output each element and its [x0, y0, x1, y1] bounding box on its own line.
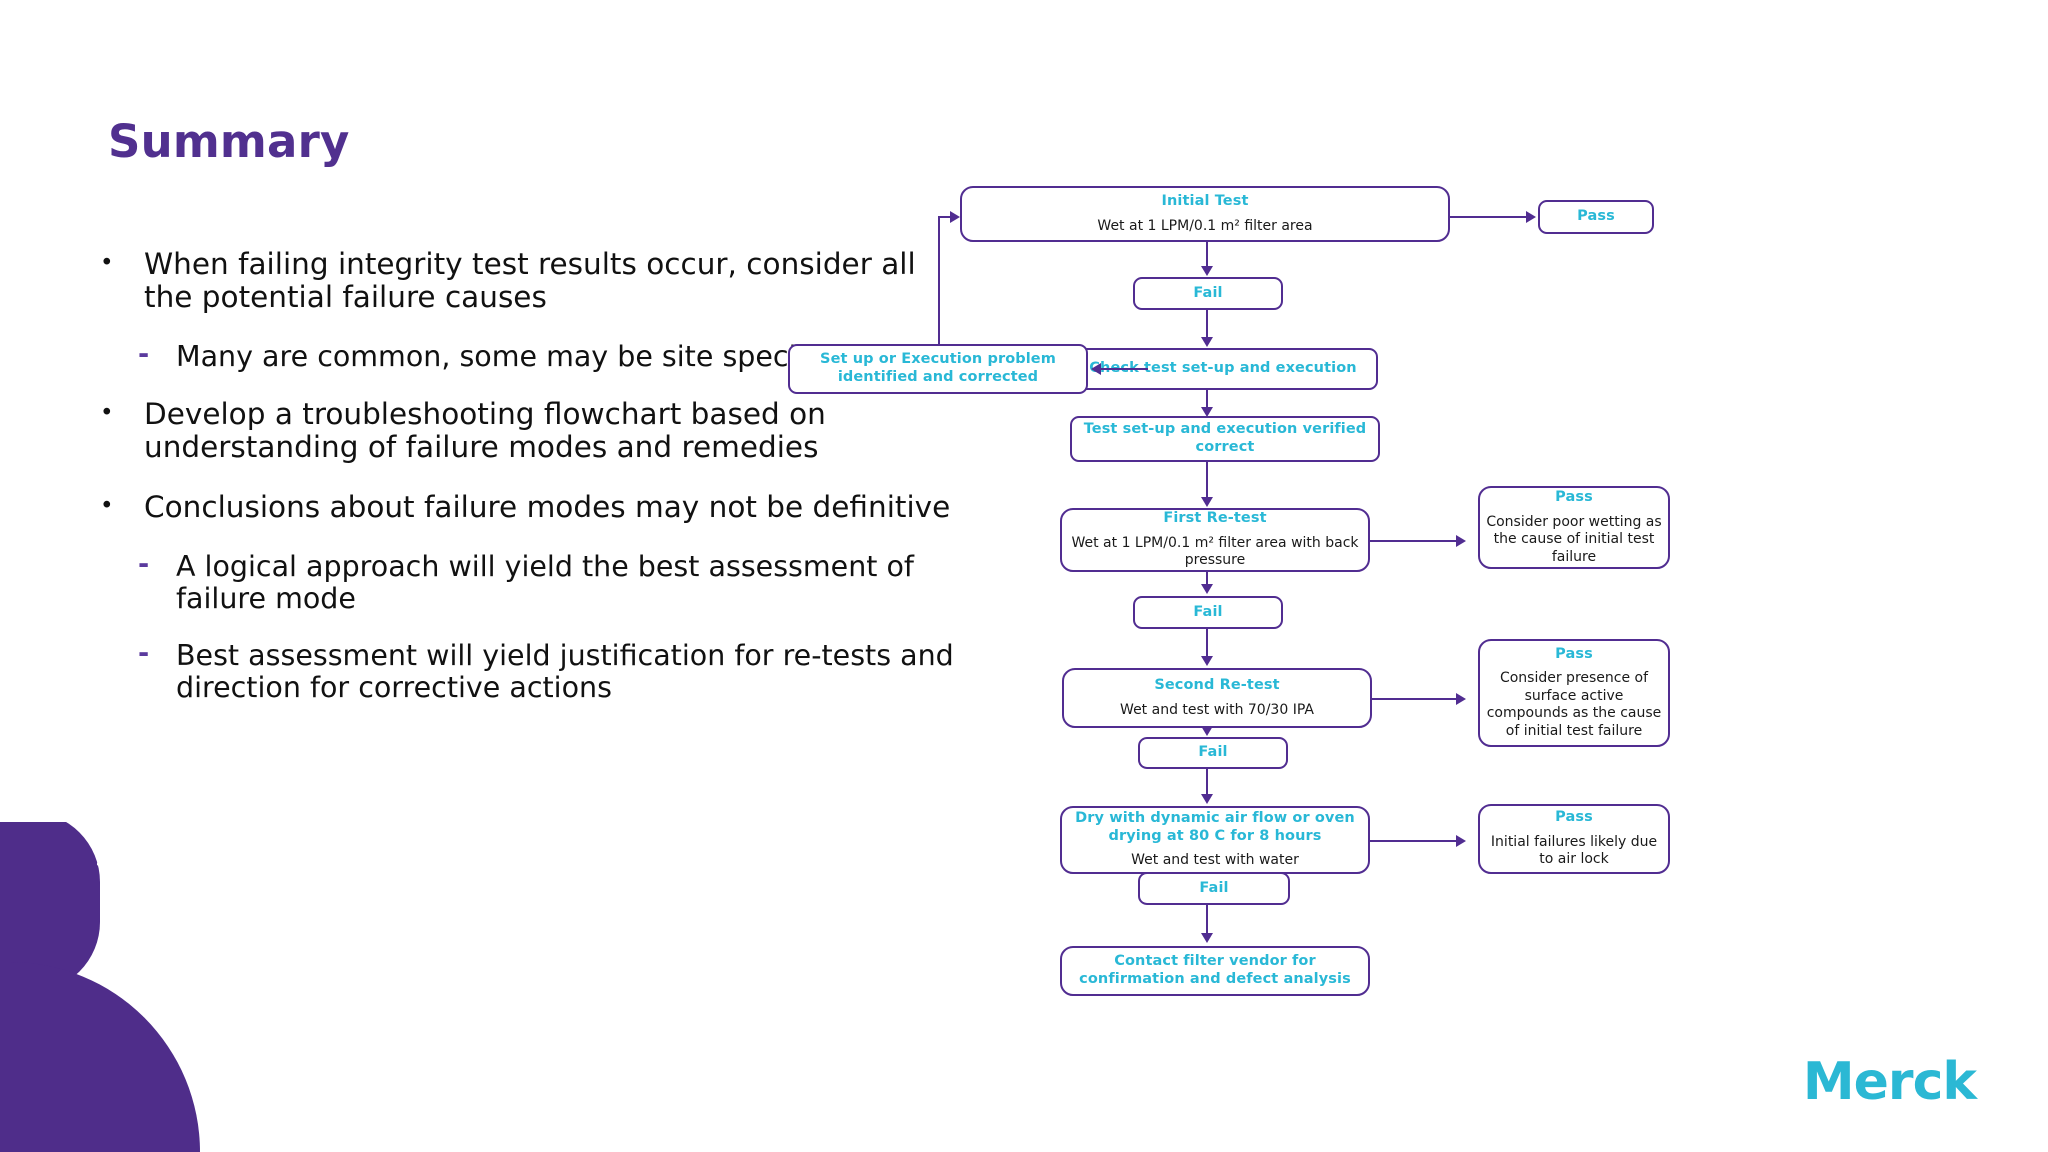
arrowhead-right-icon — [1456, 693, 1466, 705]
flow-node-subtext: Initial failures likely due to air lock — [1490, 833, 1658, 868]
arrowhead-left-icon — [1091, 363, 1101, 375]
flow-node-heading: Pass — [1555, 645, 1593, 662]
bullet-item: • When failing integrity test results oc… — [100, 247, 955, 315]
flow-node-dry-step: Dry with dynamic air flow or oven drying… — [1060, 806, 1370, 874]
flow-node-heading: Check test set-up and execution — [1089, 360, 1357, 377]
flow-node-subtext: Consider presence of surface active comp… — [1486, 670, 1662, 739]
arrowhead-down-icon — [1201, 584, 1213, 594]
flow-node-fail-3: Fail — [1138, 737, 1288, 769]
connector-fail3-to-dry — [1206, 769, 1209, 795]
flow-node-setup-problem: Set up or Execution problem identified a… — [788, 344, 1088, 394]
connector-fail1-to-check — [1206, 310, 1209, 338]
connector-firstretest-to-pass — [1370, 540, 1458, 543]
arrowhead-down-icon — [1201, 266, 1213, 276]
flow-node-initial-test: Initial Test Wet at 1 LPM/0.1 m² filter … — [960, 186, 1450, 242]
connector-fail2-to-secondretest — [1206, 629, 1209, 657]
flow-node-heading: Initial Test — [1161, 192, 1249, 209]
connector-feedback-horizontal — [938, 216, 958, 219]
connector-dry-to-pass — [1370, 840, 1458, 843]
page-number: 45 — [96, 850, 124, 874]
flow-node-heading: Fail — [1198, 744, 1228, 761]
bullet-marker: - — [138, 637, 150, 669]
bullet-item: - Best assessment will yield justificati… — [100, 637, 955, 704]
flow-node-heading: Contact filter vendor for confirmation a… — [1079, 953, 1351, 987]
connector-initial-to-fail1 — [1206, 242, 1209, 267]
connector-verified-to-firstretest — [1206, 462, 1209, 498]
flow-node-fail-1: Fail — [1133, 277, 1283, 310]
bullet-text: A logical approach will yield the best a… — [176, 550, 914, 615]
arrowhead-down-icon — [1201, 794, 1213, 804]
flow-node-second-retest: Second Re-test Wet and test with 70/30 I… — [1062, 668, 1372, 728]
merck-logo: Merck — [1802, 1052, 1977, 1112]
arrowhead-right-icon — [950, 211, 960, 223]
connector-initial-to-pass — [1450, 216, 1528, 219]
arrowhead-down-icon — [1201, 407, 1213, 417]
bullet-marker: • — [100, 399, 114, 426]
connector-fail4-to-vendor — [1206, 905, 1209, 935]
bullet-item: • Conclusions about failure modes may no… — [100, 490, 955, 525]
bullet-marker: • — [100, 250, 114, 276]
flow-node-heading: Fail — [1199, 879, 1229, 896]
decorative-blob-lower — [0, 962, 200, 1152]
flow-node-verified-correct: Test set-up and execution verified corre… — [1070, 416, 1380, 462]
flow-node-fail-2: Fail — [1133, 596, 1283, 629]
flow-node-subtext: Wet at 1 LPM/0.1 m² filter area with bac… — [1071, 534, 1359, 569]
flow-node-heading: First Re-test — [1163, 510, 1267, 527]
flow-node-heading: Second Re-test — [1154, 676, 1280, 693]
bullet-text: Best assessment will yield justification… — [176, 638, 954, 704]
flow-node-heading: Set up or Execution problem identified a… — [820, 351, 1056, 385]
flow-node-first-retest: First Re-test Wet at 1 LPM/0.1 m² filter… — [1060, 508, 1370, 572]
arrowhead-right-icon — [1456, 835, 1466, 847]
flow-node-heading: Pass — [1577, 208, 1615, 225]
arrowhead-down-icon — [1201, 656, 1213, 666]
connector-check-to-verified — [1206, 390, 1209, 410]
connector-check-to-setupproblem — [1100, 368, 1148, 371]
connector-feedback-vertical — [938, 216, 941, 344]
arrowhead-right-icon — [1456, 535, 1466, 547]
bullet-item: - A logical approach will yield the best… — [100, 549, 955, 615]
flow-node-pass-second-retest: Pass Consider presence of surface active… — [1478, 639, 1670, 747]
arrowhead-down-icon — [1201, 933, 1213, 943]
bullet-marker: - — [138, 339, 150, 371]
flow-node-subtext: Consider poor wetting as the cause of in… — [1486, 513, 1662, 565]
page-title: Summary — [108, 115, 350, 168]
flow-node-heading: Pass — [1555, 809, 1593, 826]
bullet-text: Conclusions about failure modes may not … — [144, 490, 951, 525]
bullet-marker: - — [138, 549, 150, 581]
flow-node-heading: Fail — [1193, 284, 1223, 301]
connector-secondretest-to-pass — [1372, 698, 1458, 701]
flow-node-subtext: Wet and test with water — [1131, 852, 1299, 869]
arrowhead-down-icon — [1201, 497, 1213, 507]
flow-node-pass-initial: Pass — [1538, 200, 1654, 234]
arrowhead-right-icon — [1526, 211, 1536, 223]
bullet-item: • Develop a troubleshooting flowchart ba… — [100, 396, 955, 464]
flow-node-heading: Fail — [1193, 603, 1223, 620]
bullet-text: Develop a troubleshooting flowchart base… — [144, 396, 826, 464]
bullet-text: Many are common, some may be site specif… — [176, 340, 831, 374]
bullet-item: - Many are common, some may be site spec… — [100, 339, 955, 374]
flow-node-heading: Pass — [1555, 488, 1593, 505]
flow-node-subtext: Wet and test with 70/30 IPA — [1120, 701, 1314, 718]
summary-bullet-list: • When failing integrity test results oc… — [100, 247, 955, 729]
flow-node-contact-vendor: Contact filter vendor for confirmation a… — [1060, 946, 1370, 996]
bullet-text: When failing integrity test results occu… — [144, 247, 916, 315]
flow-node-heading: Dry with dynamic air flow or oven drying… — [1075, 810, 1355, 844]
decorative-blob-group — [0, 822, 230, 1152]
flow-node-heading: Test set-up and execution verified corre… — [1083, 421, 1367, 455]
arrowhead-down-icon — [1201, 726, 1213, 736]
bullet-marker: • — [100, 493, 114, 520]
flow-node-subtext: Wet at 1 LPM/0.1 m² filter area — [1097, 217, 1313, 234]
troubleshooting-flowchart: Initial Test Wet at 1 LPM/0.1 m² filter … — [788, 186, 1958, 1116]
arrowhead-down-icon — [1201, 337, 1213, 347]
flow-node-fail-4: Fail — [1138, 872, 1290, 905]
flow-node-pass-first-retest: Pass Consider poor wetting as the cause … — [1478, 486, 1670, 569]
flow-node-pass-dry: Pass Initial failures likely due to air … — [1478, 804, 1670, 874]
connector-firstretest-to-fail2 — [1206, 572, 1209, 586]
